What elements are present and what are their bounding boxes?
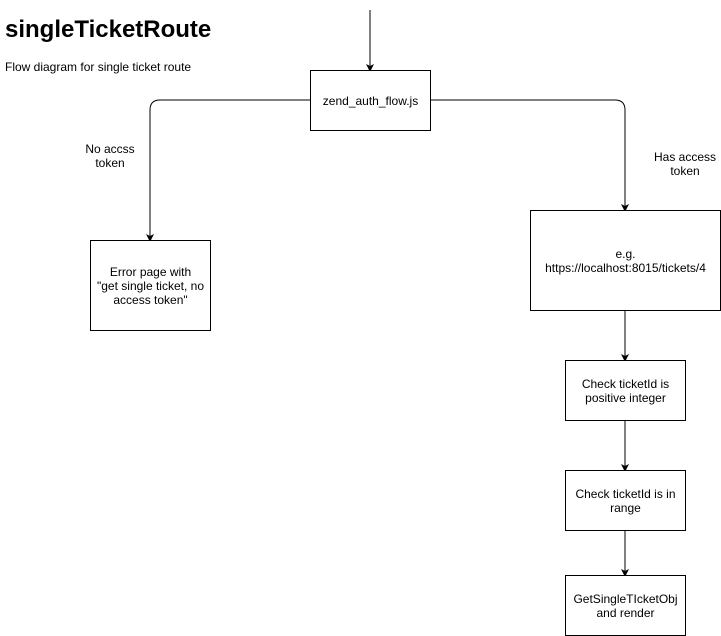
page-title: singleTicketRoute — [5, 16, 212, 43]
example-url-node: e.g. https://localhost:8015/tickets/4 — [530, 210, 721, 311]
zend-auth-flow-label: zend_auth_flow.js — [322, 93, 419, 108]
has-access-label: Has access token — [653, 150, 717, 178]
no-access-arrow — [146, 99, 310, 242]
no-access-label: No accss token — [85, 142, 135, 170]
error-page-node: Error page with "get single ticket, no a… — [90, 240, 211, 331]
check-range-node: Check ticketId is in range — [565, 470, 686, 531]
has-access-arrow — [430, 99, 629, 212]
check-range-label: Check ticketId is in range — [575, 486, 676, 515]
zend-auth-flow-node: zend_auth_flow.js — [310, 70, 431, 131]
render-node: GetSingleTIcketObj and render — [565, 575, 686, 636]
check-positive-node: Check ticketId is positive integer — [565, 360, 686, 421]
error-page-label: Error page with "get single ticket, no a… — [97, 264, 204, 307]
page-subtitle: Flow diagram for single ticket route — [5, 60, 192, 74]
example-url-label: e.g. https://localhost:8015/tickets/4 — [545, 246, 706, 275]
render-label: GetSingleTIcketObj and render — [573, 591, 678, 620]
check-positive-label: Check ticketId is positive integer — [581, 376, 670, 405]
